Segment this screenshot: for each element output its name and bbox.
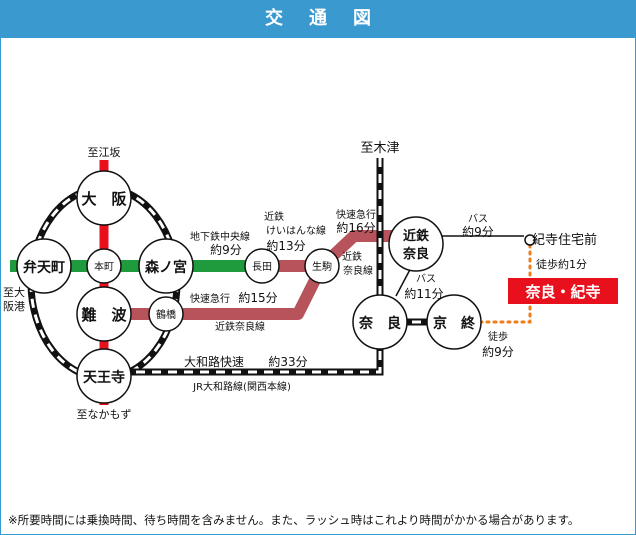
- label-namba-time: 約15分: [238, 290, 277, 305]
- label-yamatoji-express: 大和路快速: [184, 354, 244, 369]
- station-osaka: 大 阪: [76, 170, 132, 226]
- label-to-osakako-1: 至大: [3, 285, 25, 299]
- station-jr-nara: 奈 良: [352, 294, 408, 350]
- station-jr-nara-label: 奈 良: [358, 315, 401, 332]
- station-namba-label: 難 波: [81, 306, 127, 324]
- label-namba-express: 快速急行: [190, 292, 230, 305]
- station-morinomiya-label: 森ノ宮: [145, 259, 187, 276]
- station-kyoshu-label: 京 終: [433, 315, 476, 332]
- kintetsu-nara-line: [128, 263, 328, 320]
- header-bar: 交通図: [0, 0, 636, 38]
- bus-stop-icon: [524, 234, 536, 246]
- station-honmachi-label: 本町: [94, 260, 114, 273]
- page-title: 交通図: [265, 8, 397, 29]
- destination-label: 奈良・紀寺: [524, 283, 600, 301]
- station-nagata-label: 長田: [252, 261, 272, 273]
- label-kintetsu-nara-line-1: 近鉄: [342, 250, 362, 263]
- station-tennoji: 天王寺: [76, 348, 132, 404]
- label-bus-1: バス: [468, 213, 488, 225]
- station-tsuruhashi-label: 鶴橋: [156, 308, 176, 321]
- station-ikoma: 生駒: [304, 248, 340, 284]
- station-osaka-label: 大 阪: [81, 190, 127, 208]
- footnote: ※所要時間には乗換時間、待ち時間を含みません。また、ラッシュ時はこれより時間がか…: [8, 513, 580, 527]
- label-express: 快速急行: [336, 208, 376, 221]
- label-bus-1-time: 約9分: [462, 224, 494, 239]
- station-bentencho: 弁天町: [16, 238, 72, 294]
- label-bus-2-time: 約11分: [404, 286, 443, 301]
- label-bus-2: バス: [416, 273, 436, 285]
- station-kyoshu: 京 終: [426, 294, 482, 350]
- label-walk-2-time: 約9分: [482, 344, 514, 359]
- destination-box: [508, 278, 618, 304]
- label-to-edosaka: 至江坂: [88, 146, 121, 159]
- label-chuo-time: 約9分: [210, 242, 242, 257]
- station-bentencho-label: 弁天町: [23, 259, 65, 276]
- station-ikoma-label: 生駒: [312, 260, 332, 273]
- label-express-time: 約16分: [336, 220, 375, 235]
- label-keihanna-1: 近鉄: [264, 210, 284, 223]
- station-tsuruhashi: 鶴橋: [148, 296, 184, 332]
- station-namba: 難 波: [76, 286, 132, 342]
- label-jr-line: JR大和路線(関西本線): [192, 380, 291, 393]
- station-nagata: 長田: [244, 248, 280, 284]
- label-chuo-line: 地下鉄中央線: [190, 230, 250, 243]
- label-to-osakako-2: 阪港: [3, 299, 25, 313]
- station-morinomiya: 森ノ宮: [138, 238, 194, 294]
- label-walk-2: 徒歩: [488, 330, 508, 343]
- station-kintetsu-nara-label-1: 近鉄: [403, 228, 429, 244]
- label-keihanna-time: 約13分: [266, 238, 305, 253]
- station-honmachi: 本町: [86, 248, 122, 284]
- label-to-nakamozu: 至なかもず: [77, 408, 132, 421]
- station-kintetsu-nara: 近鉄 奈良: [388, 216, 444, 272]
- label-kintetsu-nara-line-2: 奈良線: [343, 264, 373, 277]
- route-map: 大 阪 弁天町 本町 森ノ宮 難 波 鶴橋 天王寺 長田 生駒 近鉄 奈良 奈 …: [3, 141, 618, 421]
- label-namba-line: 近鉄奈良線: [215, 320, 265, 333]
- station-tennoji-label: 天王寺: [83, 370, 125, 386]
- bus-stop-label: 紀寺住宅前: [532, 232, 597, 248]
- label-yamatoji-time: 約33分: [268, 354, 307, 369]
- station-kintetsu-nara-label-2: 奈良: [402, 246, 429, 262]
- label-walk-1: 徒歩約1分: [536, 257, 587, 271]
- label-keihanna-2: けいはんな線: [266, 224, 326, 237]
- label-to-kizu: 至木津: [360, 141, 399, 156]
